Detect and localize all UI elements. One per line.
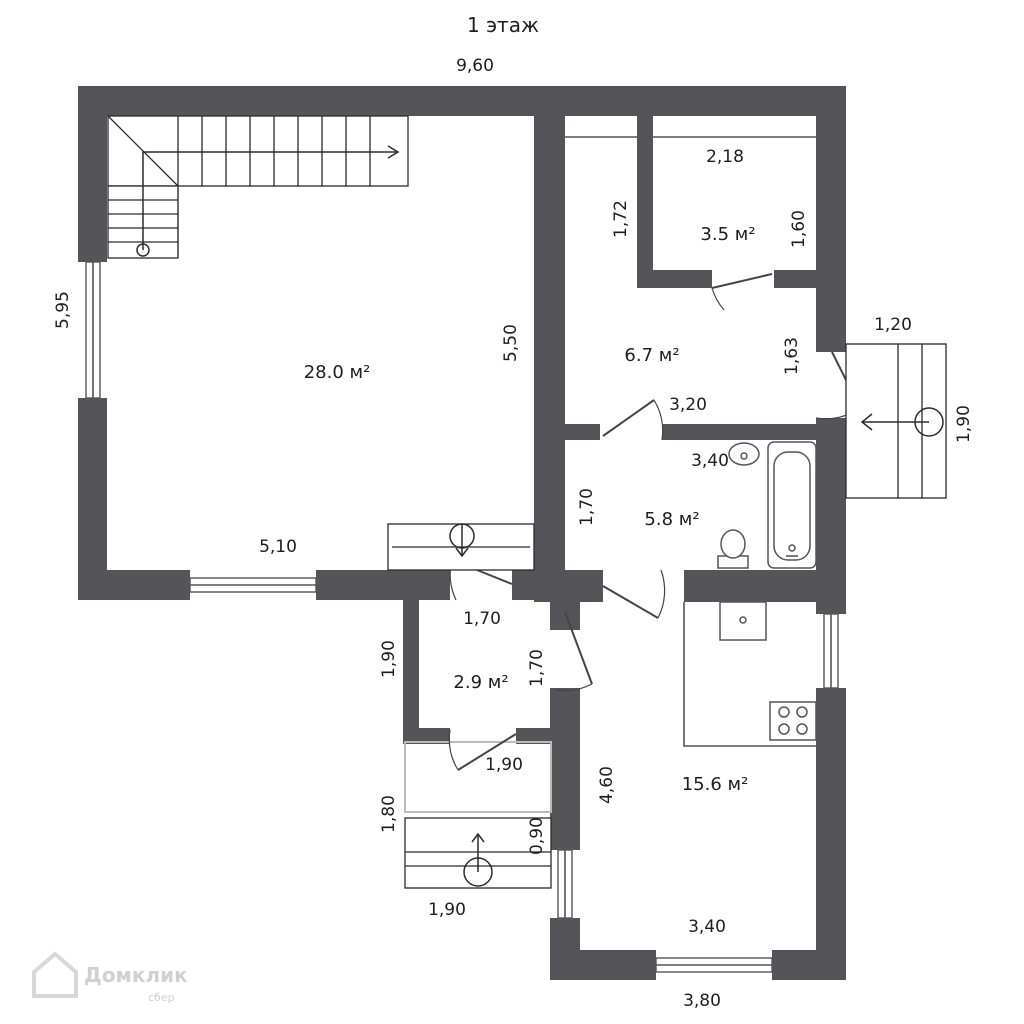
watermark-brand: Домклик [84, 963, 188, 987]
dim-hall-height: 5,50 [501, 324, 521, 362]
dim-closet-left: 1,72 [611, 200, 631, 238]
dim-vestibule-width: 1,70 [463, 609, 501, 629]
dim-kitchen-height: 4,60 [597, 766, 617, 804]
openings [78, 261, 846, 980]
wall-kitchen-left [550, 688, 580, 980]
kitchen-fixtures [719, 601, 817, 741]
stairs-porch [845, 343, 947, 499]
dim-terrace-height: 1,80 [379, 795, 399, 833]
dim-steps-height: 0,90 [527, 817, 547, 855]
dim-corridor-height: 1,63 [782, 337, 802, 375]
wall-bath-kitchen [534, 570, 846, 602]
stairs-hall [107, 115, 409, 259]
area-corridor: 6.7 м² [624, 345, 679, 366]
wall-vestibule-left [403, 600, 419, 740]
dim-total-width: 9,60 [456, 56, 494, 76]
dimension-labels: 9,60 5,95 5,50 5,10 2,18 1,72 1,60 3,20 … [53, 56, 974, 1011]
watermark-sub: сбер [148, 991, 175, 1004]
area-kitchen: 15.6 м² [682, 774, 749, 795]
dim-bath-height: 1,70 [577, 488, 597, 526]
wall-closet-left [637, 116, 653, 288]
room-areas: 28.0 м² 3.5 м² 6.7 м² 5.8 м² 2.9 м² 15.6… [304, 224, 756, 795]
toilet [720, 529, 746, 559]
dim-steps-width: 1,90 [428, 900, 466, 920]
dim-closet-right: 1,60 [789, 210, 809, 248]
dim-porch-height: 1,90 [954, 405, 974, 443]
area-hall: 28.0 м² [304, 362, 371, 383]
dim-bath-width: 3,40 [691, 451, 729, 471]
dim-kitchen-outer: 3,80 [683, 991, 721, 1011]
dim-vestibule-bottom: 1,90 [485, 755, 523, 775]
area-closet: 3.5 м² [700, 224, 755, 245]
dim-hall-width: 5,10 [259, 537, 297, 557]
wall-top [78, 86, 846, 116]
wall-right-upper [816, 86, 846, 616]
wall-hall-right [534, 116, 565, 600]
thin-lines [404, 136, 816, 813]
area-bathroom: 5.8 м² [644, 509, 699, 530]
stove [769, 701, 817, 741]
house-logo-icon [32, 951, 78, 998]
area-vestibule: 2.9 м² [453, 672, 508, 693]
dim-corridor-width: 3,20 [669, 395, 707, 415]
wall-corridor-bath [534, 424, 846, 440]
dim-porch-width: 1,20 [874, 315, 912, 335]
dim-closet-width: 2,18 [706, 147, 744, 167]
wall-vestibule-right [550, 600, 580, 630]
floor-title: 1 этаж [467, 13, 539, 37]
stairs-entry [404, 817, 552, 889]
stairs-hall-bottom [387, 523, 535, 571]
bathroom-fixtures [717, 441, 817, 569]
watermark: Домклик сбер [32, 951, 188, 1004]
dim-vestibule-door: 1,70 [527, 649, 547, 687]
dim-left-height: 5,95 [53, 291, 73, 329]
dim-kitchen-width: 3,40 [688, 917, 726, 937]
dim-vestibule-left: 1,90 [379, 640, 399, 678]
